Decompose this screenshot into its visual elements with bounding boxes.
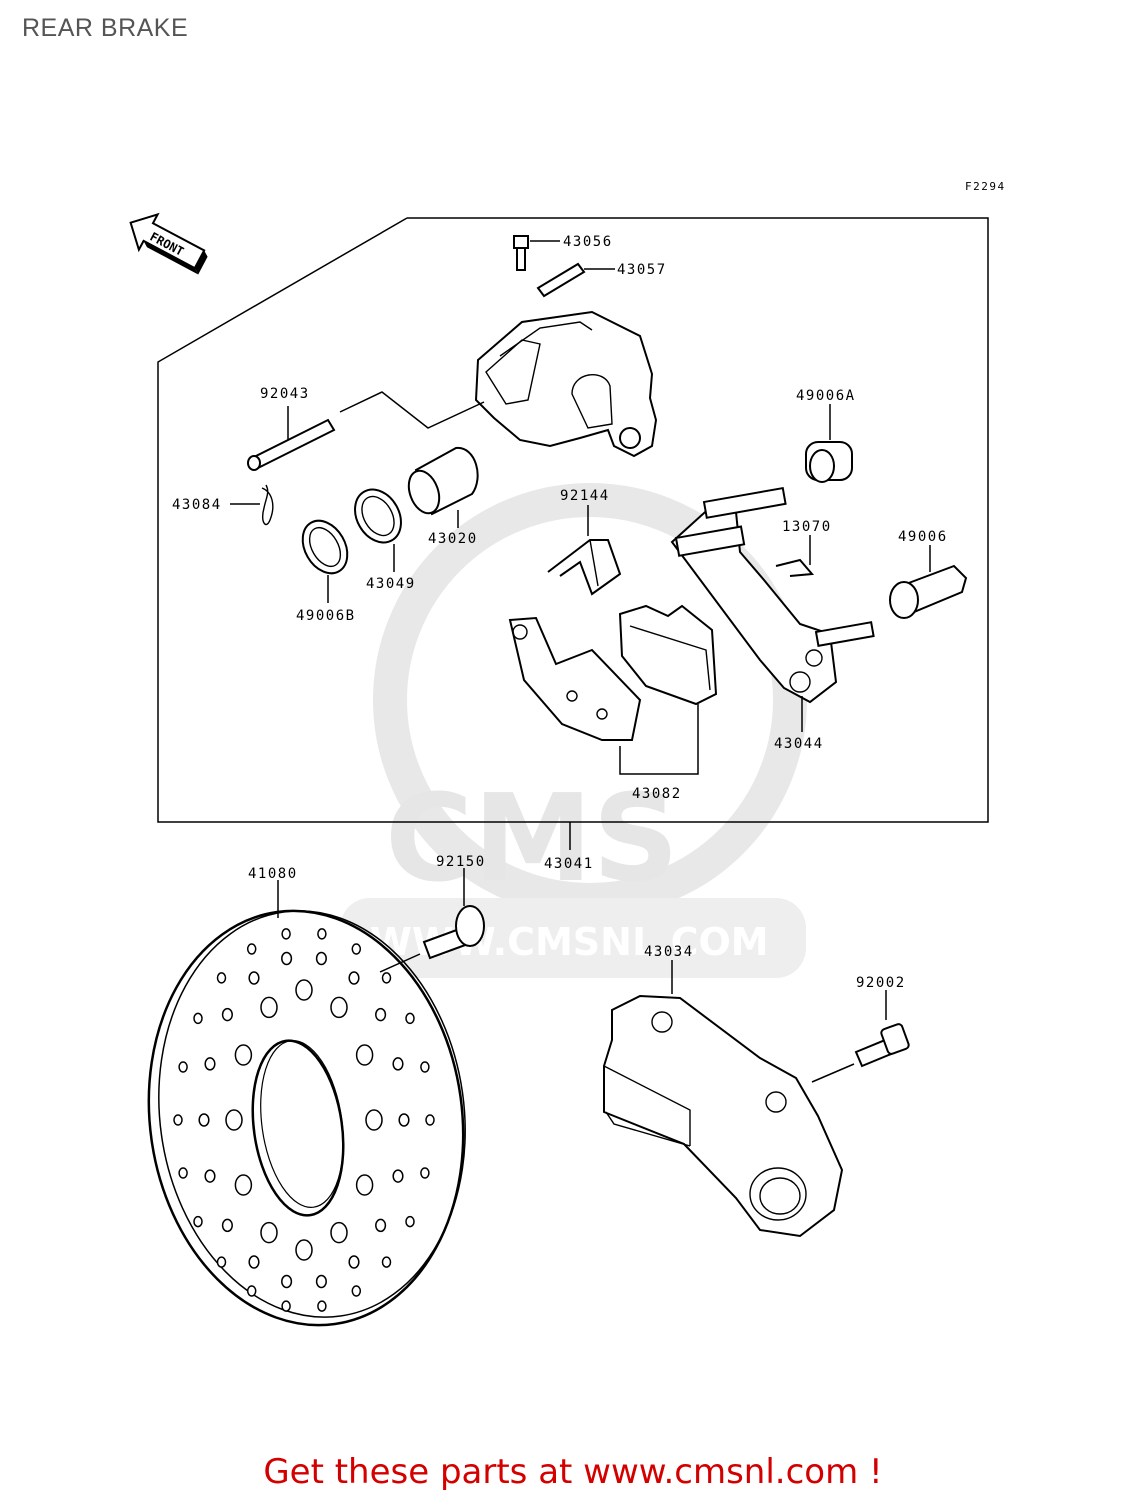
disc-hole — [375, 1007, 387, 1022]
disc-hole — [381, 1256, 392, 1268]
dust-seal — [301, 519, 349, 575]
label-43020: 43020 — [428, 531, 478, 547]
disc-hole — [405, 1012, 415, 1025]
label-43049: 43049 — [366, 576, 416, 592]
disc-hole — [381, 972, 392, 984]
front-arrow-icon: FRONT — [129, 212, 208, 275]
disc-hole — [398, 1113, 410, 1127]
label-43057: 43057 — [617, 262, 667, 278]
label-43056: 43056 — [563, 234, 613, 250]
disc-hole — [260, 996, 278, 1019]
disc-hole — [375, 1218, 387, 1233]
disc-hole — [392, 1169, 404, 1183]
sleeve-boot — [889, 564, 968, 619]
disc-hole — [348, 1255, 360, 1269]
watermark-logo: CMS — [385, 770, 679, 909]
pad-spring — [547, 539, 622, 596]
caliper-body — [474, 310, 658, 458]
label-41080: 41080 — [248, 866, 298, 882]
disc-hole — [281, 1300, 291, 1312]
assembly-outline — [157, 217, 989, 823]
disc-hole — [351, 943, 362, 955]
label-92043: 92043 — [260, 386, 310, 402]
disc-hole — [295, 1239, 313, 1261]
figure-code: F2294 — [965, 180, 1006, 193]
disc-hole — [348, 971, 360, 985]
label-43044: 43044 — [774, 736, 824, 752]
disc-hole — [392, 1057, 404, 1071]
disc-hole — [234, 1174, 253, 1196]
label-43084: 43084 — [172, 497, 222, 513]
disc-hole — [351, 1285, 362, 1297]
label-92002: 92002 — [856, 975, 906, 991]
disc-hole — [198, 1113, 210, 1127]
disc-hole — [221, 1007, 233, 1022]
disc-hole — [425, 1114, 435, 1126]
disc-hole — [246, 1285, 257, 1297]
label-49006A: 49006A — [796, 388, 856, 404]
disc-hole — [178, 1167, 188, 1179]
disc-holes — [173, 928, 435, 1312]
disc-hole — [178, 1061, 188, 1073]
page-title: REAR BRAKE — [22, 14, 189, 42]
disc-hole — [355, 1174, 374, 1196]
disc-hole — [315, 951, 327, 966]
disc-hole — [221, 1218, 233, 1233]
disc-hole — [365, 1109, 383, 1131]
piston — [407, 446, 479, 516]
label-43041: 43041 — [544, 856, 594, 872]
label-43082: 43082 — [632, 786, 682, 802]
support-bolt — [854, 1023, 910, 1068]
disc-hole — [173, 1114, 183, 1126]
label-49006: 49006 — [898, 529, 948, 545]
brake-pad-outer — [618, 604, 718, 706]
disc-hole — [405, 1215, 415, 1228]
label-43034: 43034 — [644, 944, 694, 960]
retainer-plate — [775, 558, 815, 577]
disc-hole — [330, 996, 348, 1019]
disc-hole — [317, 928, 327, 940]
caliper-bracket — [670, 486, 875, 704]
bleeder-valve — [513, 235, 529, 271]
label-49006B: 49006B — [296, 608, 356, 624]
footer-link[interactable]: Get these parts at www.cmsnl.com ! — [263, 1452, 883, 1492]
disc-bolt — [422, 905, 485, 960]
disc-hole — [193, 1012, 203, 1025]
disc-hole — [420, 1167, 430, 1179]
label-13070: 13070 — [782, 519, 832, 535]
disc-hole — [260, 1221, 278, 1244]
r-clip — [261, 484, 274, 526]
disc-hole — [281, 951, 293, 966]
disc-hole — [234, 1044, 253, 1066]
disc-hole — [281, 928, 291, 940]
caliper-support-bracket — [603, 994, 844, 1238]
label-92144: 92144 — [560, 488, 610, 504]
disc-hole — [216, 972, 227, 984]
cms-watermark: CMS WWW.CMSNL.COM — [340, 483, 807, 978]
label-92150: 92150 — [436, 854, 486, 870]
piston-seal — [354, 488, 402, 544]
boot — [805, 441, 853, 483]
disc-hole — [246, 943, 257, 955]
disc-hole — [330, 1221, 348, 1244]
disc-hole — [204, 1169, 216, 1183]
bleeder-cap — [536, 262, 586, 298]
pin — [247, 418, 336, 471]
disc-hole — [295, 979, 313, 1001]
disc-hole — [248, 1255, 260, 1269]
disc-hole — [193, 1215, 203, 1228]
disc-hole — [225, 1109, 243, 1131]
disc-hole — [248, 971, 260, 985]
disc-hole — [315, 1274, 327, 1289]
disc-hole — [420, 1061, 430, 1073]
disc-hole — [281, 1274, 293, 1289]
brake-pad-inner — [508, 616, 642, 741]
disc-hole — [355, 1044, 374, 1066]
disc-hole — [216, 1256, 227, 1268]
disc-hole — [204, 1057, 216, 1071]
disc-hole — [317, 1300, 327, 1312]
